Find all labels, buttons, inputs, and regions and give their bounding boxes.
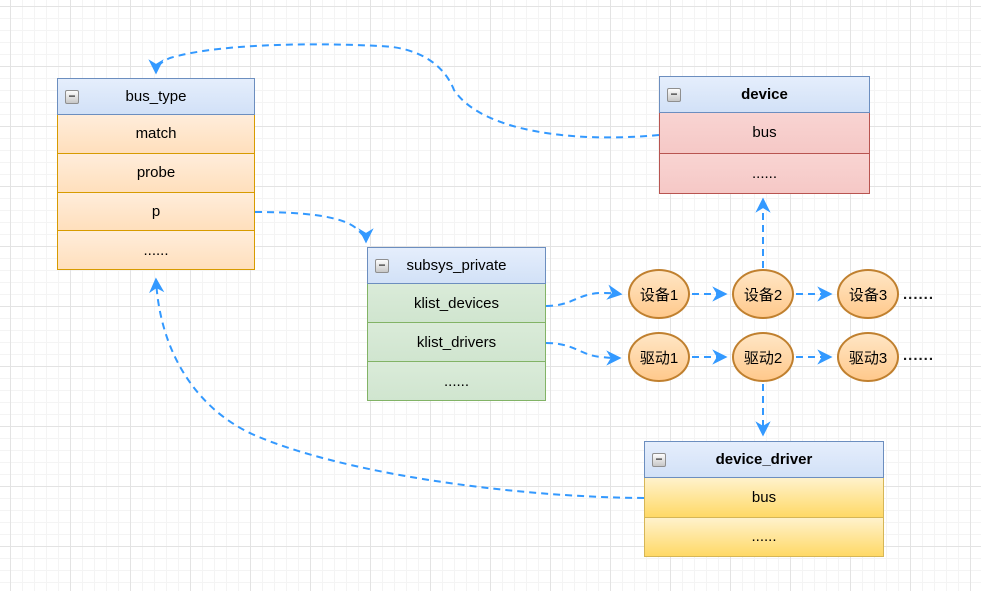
table-subsys-private-header[interactable]: − subsys_private [367, 247, 546, 284]
table-title: device [741, 86, 788, 103]
devices-more-label: ...... [903, 286, 935, 303]
table-row-p[interactable]: p [57, 191, 255, 232]
connector-device-driver-bus-to-bus-type[interactable] [149, 277, 645, 499]
table-row-klist-drivers[interactable]: klist_drivers [367, 322, 546, 362]
table-bus-type[interactable]: − bus_type match probe p ...... [57, 78, 255, 270]
connector-klist-drivers-to-driver1[interactable] [545, 342, 622, 366]
node-label: 设备3 [848, 286, 888, 304]
connector-device-bus-to-bus-type[interactable] [148, 43, 660, 139]
node-driver-2[interactable]: 驱动2 [732, 332, 794, 382]
node-device-3[interactable]: 设备3 [837, 269, 899, 319]
row-label: p [151, 202, 161, 220]
row-label: ...... [751, 164, 777, 182]
table-row-probe[interactable]: probe [57, 152, 255, 193]
table-row-klist-devices[interactable]: klist_devices [367, 283, 546, 323]
node-label: 设备2 [743, 286, 783, 304]
row-label: ...... [443, 372, 469, 390]
row-label: ...... [751, 528, 777, 546]
node-label: 驱动3 [848, 349, 888, 367]
table-row-ellipsis[interactable]: ...... [367, 361, 546, 401]
table-device-driver[interactable]: − device_driver bus ...... [644, 441, 884, 557]
table-device-driver-header[interactable]: − device_driver [644, 441, 884, 478]
node-device-1[interactable]: 设备1 [628, 269, 690, 319]
collapse-icon[interactable]: − [65, 89, 79, 104]
table-row-match[interactable]: match [57, 114, 255, 154]
row-label: bus [751, 488, 777, 506]
row-label: probe [136, 164, 176, 182]
row-label: ...... [143, 241, 169, 259]
table-title: device_driver [715, 451, 813, 468]
table-row-bus[interactable]: bus [659, 112, 870, 154]
node-driver-1[interactable]: 驱动1 [628, 332, 690, 382]
table-title: bus_type [125, 88, 187, 105]
row-label: klist_devices [413, 294, 500, 312]
table-subsys-private[interactable]: − subsys_private klist_devices klist_dri… [367, 247, 546, 401]
collapse-icon[interactable]: − [375, 258, 389, 273]
node-driver-3[interactable]: 驱动3 [837, 332, 899, 382]
node-device-2[interactable]: 设备2 [732, 269, 794, 319]
node-label: 驱动2 [743, 349, 783, 367]
connector-bus-type-p-to-subsys-private[interactable] [254, 211, 374, 244]
drivers-more-label: ...... [903, 347, 935, 364]
node-label: 驱动1 [639, 349, 679, 367]
table-bus-type-header[interactable]: − bus_type [57, 78, 255, 115]
table-row-bus[interactable]: bus [644, 477, 884, 518]
table-row-ellipsis[interactable]: ...... [57, 230, 255, 270]
node-label: 设备1 [639, 286, 679, 304]
row-label: bus [752, 124, 777, 142]
table-row-ellipsis[interactable]: ...... [659, 152, 870, 194]
collapse-icon[interactable]: − [667, 87, 681, 102]
row-label: match [135, 125, 177, 143]
table-row-ellipsis[interactable]: ...... [644, 516, 884, 557]
row-label: klist_drivers [416, 333, 497, 351]
connector-klist-devices-to-device1[interactable] [545, 284, 623, 307]
table-device-header[interactable]: − device [659, 76, 870, 113]
collapse-icon[interactable]: − [652, 452, 666, 467]
table-device[interactable]: − device bus ...... [659, 76, 870, 194]
table-title: subsys_private [406, 257, 507, 274]
